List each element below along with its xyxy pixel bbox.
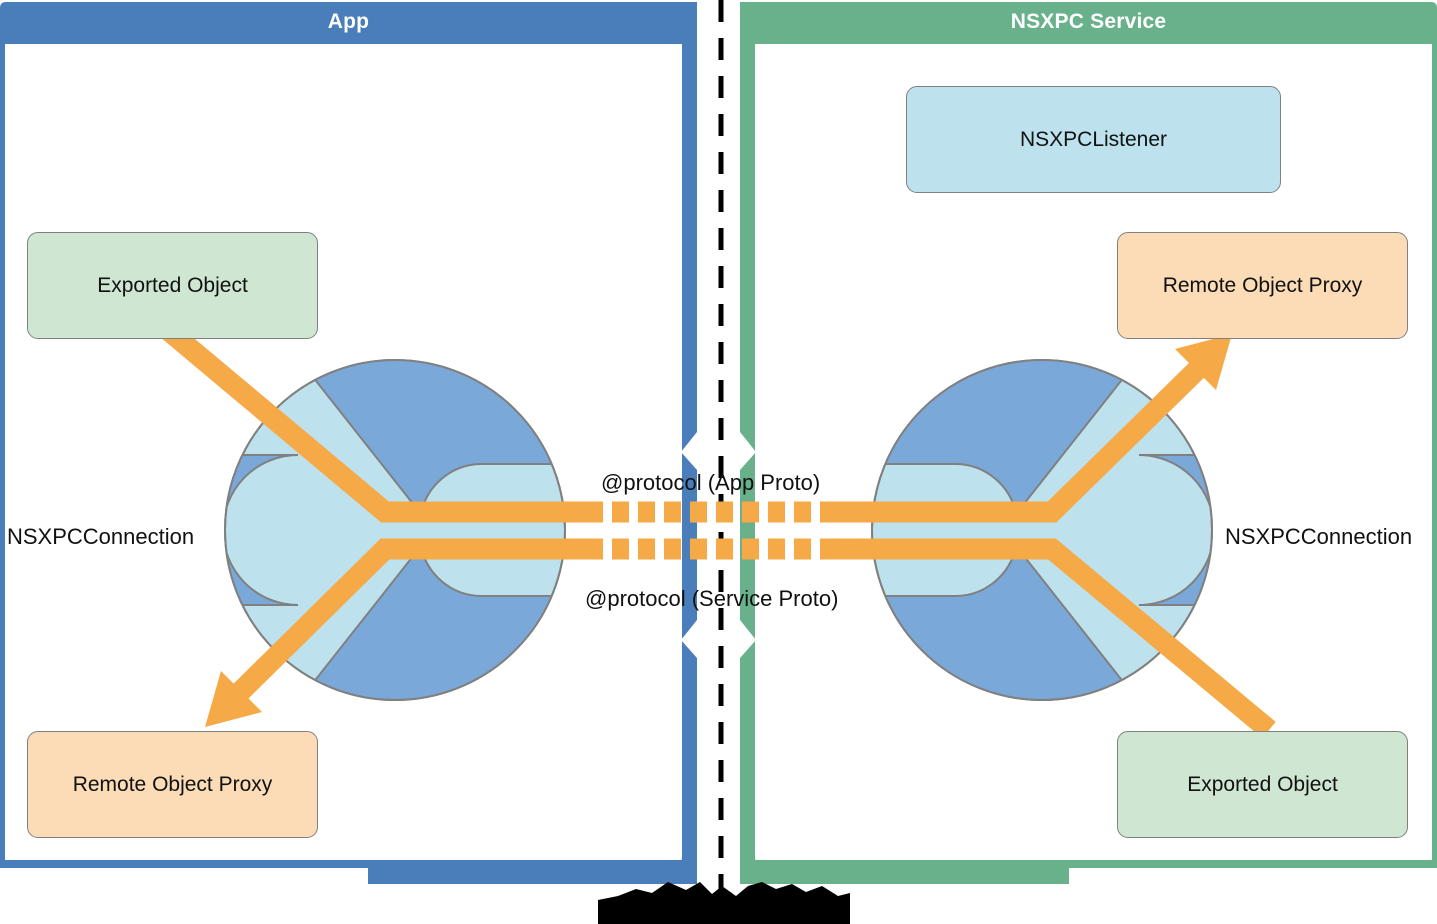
- arrowhead-app-remote-proxy: [205, 671, 262, 727]
- wire-app-exported-to-service: [161, 321, 600, 523]
- node-app-exported-object[interactable]: Exported Object: [27, 232, 318, 339]
- node-nsxpclistener[interactable]: NSXPCListener: [906, 86, 1281, 193]
- app-panel-title: App: [327, 10, 370, 33]
- protocol-wire-dashes: [586, 501, 852, 560]
- service-panel-title: NSXPC Service: [1010, 10, 1167, 33]
- wire-app-to-service-remote-proxy: [837, 354, 1213, 523]
- wire-service-exported-to-app: [837, 538, 1276, 739]
- arrowhead-service-remote-proxy: [1175, 334, 1232, 390]
- service-header-bar: [740, 2, 1437, 44]
- node-service-exported-object[interactable]: Exported Object: [1117, 731, 1408, 838]
- label-app-proto: @protocol (App Proto): [601, 470, 821, 495]
- label-nsxpcconnection-right: NSXPCConnection: [1225, 524, 1413, 549]
- app-header-bar: [0, 2, 697, 44]
- node-service-remote-object-proxy[interactable]: Remote Object Proxy: [1117, 232, 1408, 339]
- node-app-remote-object-proxy[interactable]: Remote Object Proxy: [27, 731, 318, 838]
- bottom-clipped-artifact: [598, 882, 850, 924]
- wire-service-to-app-remote-proxy: [224, 538, 600, 708]
- label-service-proto: @protocol (Service Proto): [585, 586, 839, 611]
- label-nsxpcconnection-left: NSXPCConnection: [7, 524, 195, 549]
